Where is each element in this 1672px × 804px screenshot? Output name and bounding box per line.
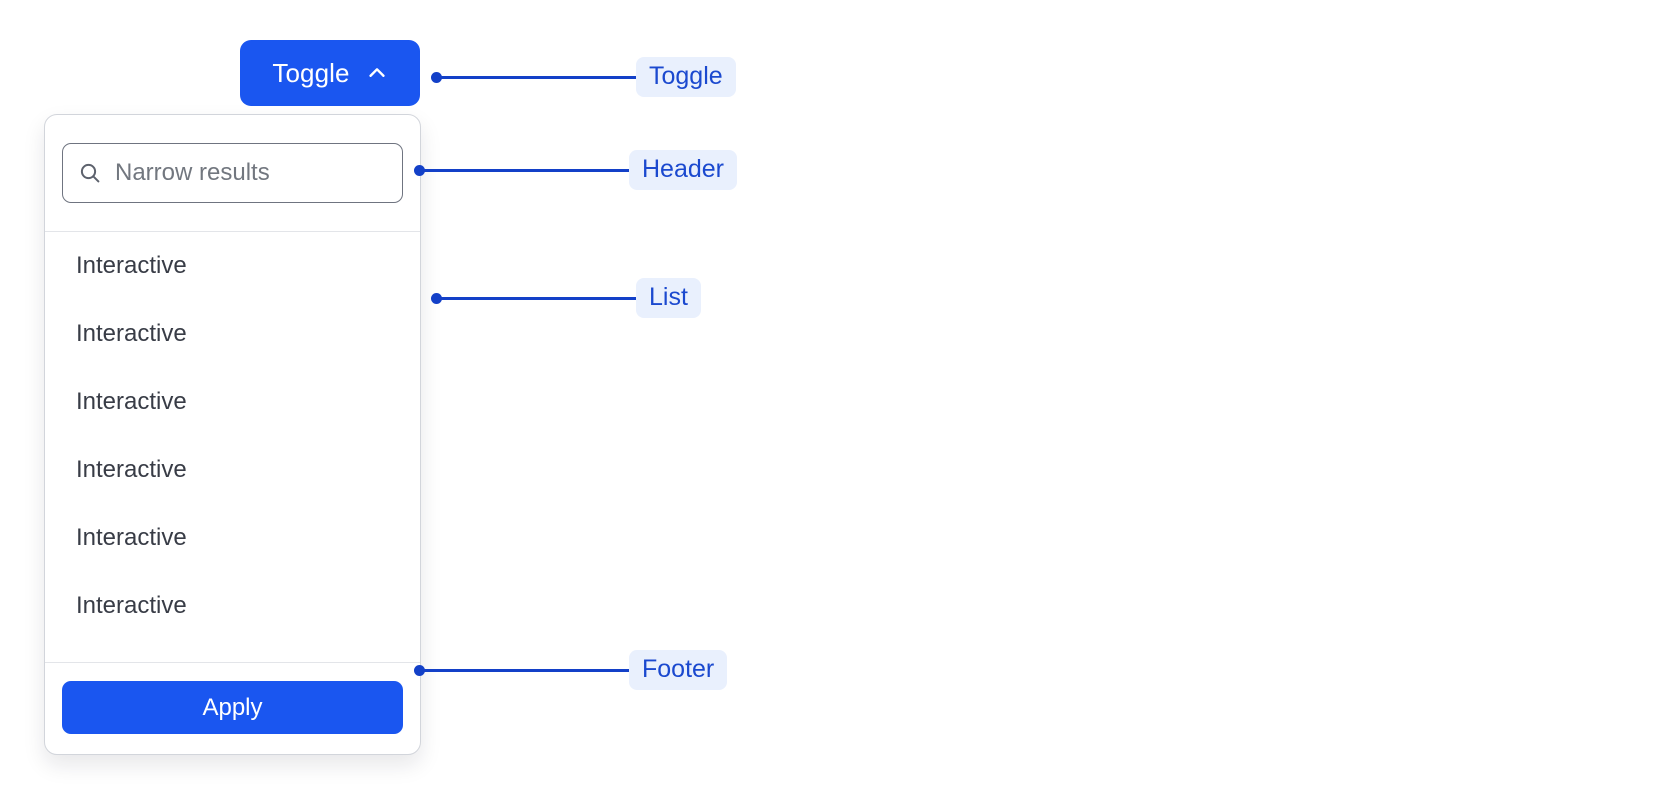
dropdown-panel: Interactive Interactive Interactive Inte… — [44, 114, 421, 755]
dropdown-footer: Apply — [45, 662, 420, 754]
apply-button[interactable]: Apply — [62, 681, 403, 734]
list-item[interactable]: Interactive — [45, 300, 420, 368]
annotation-badge-toggle: Toggle — [636, 57, 736, 97]
annotation-line — [424, 168, 630, 172]
annotation-dot — [414, 664, 425, 676]
annotation-dot — [414, 164, 425, 176]
list-item-label: Interactive — [76, 388, 187, 415]
annotation-dot — [431, 292, 442, 304]
annotation-badge-header: Header — [629, 150, 737, 190]
list-item-label: Interactive — [76, 456, 187, 483]
list-item[interactable]: Interactive — [45, 232, 420, 300]
list-item-label: Interactive — [76, 252, 187, 279]
list-item-label: Interactive — [76, 320, 187, 347]
dropdown-header — [45, 115, 420, 232]
annotation-line — [424, 668, 630, 672]
chevron-up-icon — [366, 62, 388, 84]
list-item[interactable]: Interactive — [45, 368, 420, 436]
annotation-line — [441, 75, 637, 79]
dropdown-list: Interactive Interactive Interactive Inte… — [45, 232, 420, 662]
annotation-badge-footer: Footer — [629, 650, 728, 690]
search-field[interactable] — [62, 143, 403, 203]
list-item-label: Interactive — [76, 592, 187, 619]
search-input[interactable] — [63, 144, 402, 202]
annotation-badge-list: List — [636, 278, 701, 318]
toggle-button-label: Toggle — [272, 58, 350, 88]
toggle-button[interactable]: Toggle — [240, 40, 420, 106]
list-item-label: Interactive — [76, 524, 187, 551]
annotation-dot — [431, 71, 442, 83]
list-item[interactable]: Interactive — [45, 504, 420, 572]
list-item[interactable]: Interactive — [45, 572, 420, 640]
list-item[interactable]: Interactive — [45, 436, 420, 504]
annotation-line — [441, 296, 637, 300]
